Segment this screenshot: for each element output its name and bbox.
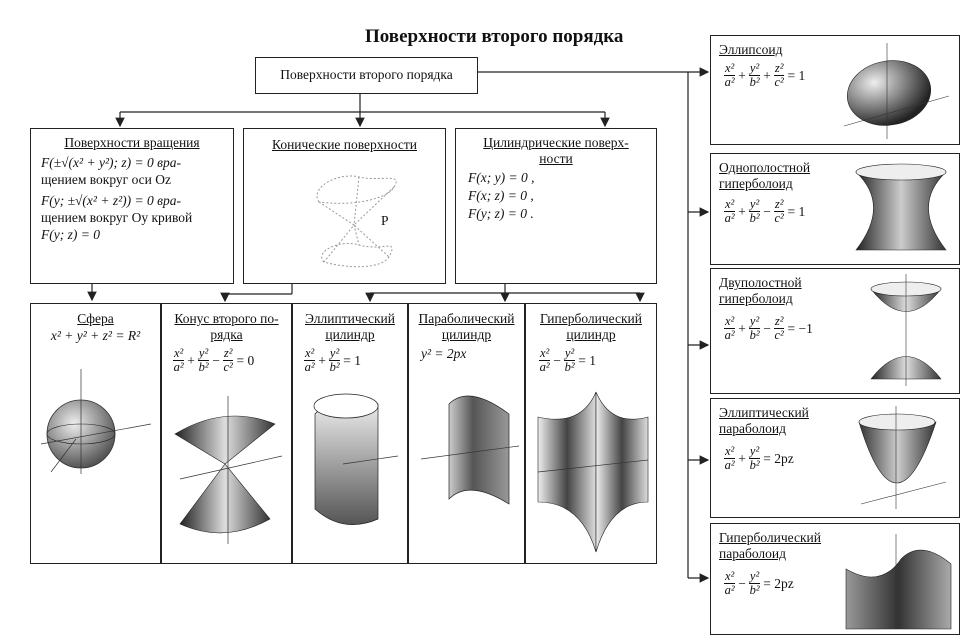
one-sheet-hyperboloid-illustration	[855, 163, 947, 251]
rotation-formula-2: F(y; ±√(x² + z²)) = 0 вра-	[41, 193, 181, 208]
elliptic-paraboloid-illustration	[858, 406, 947, 509]
root-node: Поверхности второго порядка	[255, 57, 478, 94]
elliptic-cylinder-illustration	[313, 393, 399, 525]
one-sheet-label-2: гиперболоид	[719, 176, 793, 191]
parabolic-cyl-label-1: Параболический	[418, 311, 515, 326]
cylindrical-label-1: Цилиндрические поверх-	[483, 135, 629, 150]
hyperbolic-par-label-2: параболоид	[719, 546, 786, 561]
cyl-eq-3: F(y; z) = 0 .	[468, 206, 534, 221]
conic-surface-sketch	[316, 175, 397, 268]
rotation-text-2: щением вокруг Oy кривой	[41, 210, 193, 225]
root-label: Поверхности второго порядка	[280, 67, 453, 82]
rotation-node: Поверхности вращения F(±√(x² + y²); z) =…	[30, 128, 234, 284]
cylindrical-label-2: ности	[539, 151, 573, 166]
cyl-eq-1: F(x; y) = 0 ,	[468, 170, 535, 185]
sphere-label: Сфера	[77, 311, 114, 326]
rotation-label: Поверхности вращения	[64, 135, 200, 150]
sphere-node: Сфера x² + y² + z² = R²	[30, 303, 161, 564]
rotation-formula-1: F(±√(x² + y²); z) = 0 вра-	[41, 155, 181, 170]
cyl-eq-2: F(x; z) = 0 ,	[468, 188, 534, 203]
two-sheet-hyperboloid-illustration	[870, 274, 942, 386]
conic-node: Конические поверхности P	[243, 128, 446, 284]
rotation-formula-3: F(y; z) = 0	[41, 227, 100, 242]
two-sheet-label-1: Двуполостной	[719, 275, 802, 290]
elliptic-par-label-2: параболоид	[719, 421, 786, 436]
hyperbolic-par-label-1: Гиперболический	[719, 530, 822, 545]
two-sheet-label-2: гиперболоид	[719, 291, 793, 306]
hyperbolic-cyl-label-2: цилиндр	[566, 327, 616, 342]
parabolic-cyl-label-2: цилиндр	[441, 327, 492, 342]
cone-label-1: Конус второго по-	[174, 311, 279, 326]
elliptic-cyl-label-1: Эллиптический	[305, 311, 395, 326]
ellipsoid-label: Эллипсоид	[719, 42, 783, 57]
elliptic-cyl-label-2: цилиндр	[325, 327, 375, 342]
rotation-text-1: щением вокруг оси Oz	[41, 172, 171, 187]
sphere-illustration	[40, 369, 152, 474]
sphere-equation: x² + y² + z² = R²	[50, 328, 141, 343]
elliptic-par-label-1: Эллиптический	[719, 405, 809, 420]
cone-illustration	[174, 396, 283, 544]
conic-label: Конические поверхности	[272, 137, 417, 152]
parabolic-cyl-equation: y² = 2px	[421, 346, 467, 361]
cone-label-2: рядка	[210, 327, 243, 342]
parabolic-cylinder-illustration	[420, 395, 519, 505]
hyperbolic-cyl-label-1: Гиперболический	[539, 311, 642, 326]
apex-point-label: P	[381, 213, 389, 228]
hyperbolic-cylinder-illustration	[537, 391, 649, 553]
hyperbolic-paraboloid-illustration	[845, 534, 952, 630]
parabolic-cylinder-node: Параболический цилиндр y² = 2px	[408, 303, 525, 564]
ellipsoid-illustration	[843, 43, 950, 139]
page-title: Поверхности второго порядка	[365, 26, 624, 47]
one-sheet-label-1: Однополостной	[719, 160, 811, 175]
cylindrical-node: Цилиндрические поверх- ности F(x; y) = 0…	[455, 128, 657, 284]
